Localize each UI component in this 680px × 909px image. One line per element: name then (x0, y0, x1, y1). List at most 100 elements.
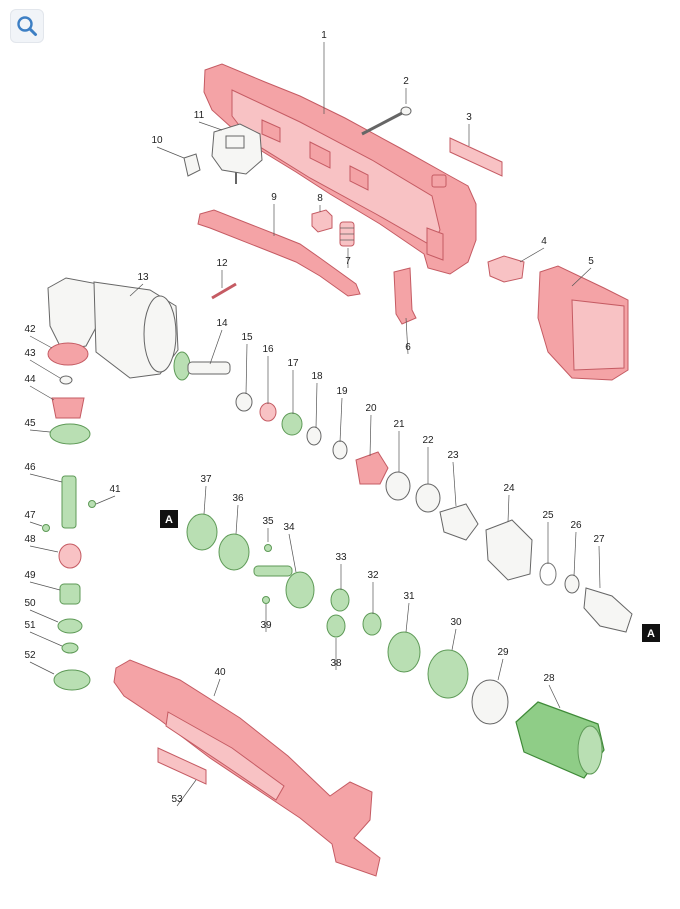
lever-part[interactable] (197, 209, 361, 297)
callout-label-52: 52 (24, 650, 36, 661)
callout-label-9: 9 (271, 192, 277, 203)
callout-leader-11 (198, 121, 223, 131)
bearing-45-part[interactable] (49, 423, 91, 445)
callout-leader-14 (209, 329, 223, 365)
callout-label-3: 3 (466, 112, 472, 123)
callout-leader-29 (497, 658, 504, 681)
button-part[interactable] (183, 153, 201, 177)
callout-label-39: 39 (260, 620, 272, 631)
gear-33-part[interactable] (330, 588, 350, 612)
zoom-button[interactable] (10, 9, 44, 43)
ring-19-part[interactable] (332, 440, 348, 460)
upper-housing-part[interactable] (203, 63, 477, 275)
sleeve-48-part[interactable] (58, 543, 82, 569)
callout-leader-28 (548, 684, 561, 709)
callout-label-11: 11 (194, 110, 205, 121)
callout-label-19: 19 (336, 386, 348, 397)
callout-leader-20 (369, 414, 372, 457)
shaft-23-part[interactable] (439, 503, 479, 541)
motor-28-part[interactable] (515, 701, 605, 779)
callout-label-6: 6 (405, 342, 411, 353)
bearing-15-part[interactable] (235, 392, 253, 412)
boot-27-part[interactable] (583, 587, 633, 633)
callout-leader-50 (29, 609, 59, 623)
callout-label-28: 28 (543, 673, 555, 684)
callout-label-18: 18 (311, 371, 323, 382)
o-ring-25-part[interactable] (539, 562, 557, 586)
shaft-46-part[interactable] (61, 475, 77, 529)
callout-label-31: 31 (403, 591, 415, 602)
carrier-34-part[interactable] (253, 565, 315, 609)
callout-leader-47 (29, 521, 43, 527)
callout-leader-5 (571, 267, 592, 287)
label-53-part[interactable] (157, 747, 207, 785)
clip-part[interactable] (311, 209, 333, 233)
ball-41-part[interactable] (88, 500, 96, 508)
spindle-part[interactable] (173, 351, 231, 381)
callout-label-12: 12 (216, 258, 228, 269)
ring-31-part[interactable] (387, 631, 421, 673)
terminal-part[interactable] (487, 255, 525, 283)
washer-22-part[interactable] (415, 483, 441, 513)
section-mark-right: A (642, 624, 660, 642)
ring-43-part[interactable] (59, 375, 73, 385)
spring-49-part[interactable] (59, 583, 81, 605)
bearing-36-part[interactable] (218, 533, 250, 571)
screw-part[interactable] (361, 106, 412, 136)
ball-47-part[interactable] (42, 524, 50, 532)
callout-label-17: 17 (287, 358, 299, 369)
callout-label-51: 51 (24, 620, 36, 631)
ring-18-part[interactable] (306, 426, 322, 446)
pin-35-part[interactable] (264, 544, 272, 552)
callout-label-49: 49 (24, 570, 36, 581)
callout-label-26: 26 (570, 520, 582, 531)
callout-label-16: 16 (262, 344, 274, 355)
gear-housing-24-part[interactable] (485, 519, 533, 581)
lower-housing-part[interactable] (113, 659, 381, 877)
angle-head-part[interactable] (47, 277, 179, 379)
label-plate-part[interactable] (449, 137, 503, 177)
callout-label-20: 20 (365, 403, 377, 414)
ring-42-part[interactable] (47, 342, 89, 366)
gear-32-part[interactable] (362, 612, 382, 636)
ring-gear-30-part[interactable] (427, 649, 469, 699)
svg-text:A: A (647, 628, 655, 640)
bushing-16-part[interactable] (259, 402, 277, 422)
callout-label-25: 25 (542, 510, 554, 521)
switch-part[interactable] (211, 123, 263, 184)
callout-label-21: 21 (393, 419, 405, 430)
ring-51-part[interactable] (61, 642, 79, 654)
callout-leader-52 (29, 661, 55, 675)
callout-leader-36 (235, 504, 239, 535)
battery-part[interactable] (537, 265, 629, 381)
bevel-gear-44-part[interactable] (51, 397, 85, 419)
bracket-part[interactable] (393, 267, 417, 325)
ring-26-part[interactable] (564, 574, 580, 594)
callout-label-33: 33 (335, 552, 347, 563)
callout-label-24: 24 (503, 483, 515, 494)
callout-leader-6 (405, 317, 409, 355)
washer-21-part[interactable] (385, 471, 411, 501)
callout-label-34: 34 (283, 522, 295, 533)
callout-leader-46 (29, 473, 63, 483)
spring-part[interactable] (339, 221, 355, 247)
washer-50-part[interactable] (57, 618, 83, 634)
callout-label-10: 10 (151, 135, 163, 146)
bearing-17-part[interactable] (281, 412, 303, 436)
callout-leader-27 (598, 545, 601, 589)
callout-leader-15 (245, 343, 248, 395)
callout-label-23: 23 (447, 450, 459, 461)
pin-part[interactable] (211, 282, 237, 300)
plate-29-part[interactable] (471, 679, 509, 725)
callout-label-13: 13 (137, 272, 149, 283)
callout-label-43: 43 (24, 348, 36, 359)
cap-52-part[interactable] (53, 669, 91, 691)
gear-37-part[interactable] (186, 513, 218, 551)
pin-39-part[interactable] (262, 596, 270, 604)
callout-leader-42 (29, 335, 53, 349)
sleeve-20-part[interactable] (355, 451, 389, 485)
callout-leader-23 (452, 461, 457, 507)
callout-layer: 1234567891011121314151617181920212223242… (24, 30, 605, 807)
gear-38-part[interactable] (326, 614, 346, 638)
callout-leader-13 (129, 283, 144, 297)
